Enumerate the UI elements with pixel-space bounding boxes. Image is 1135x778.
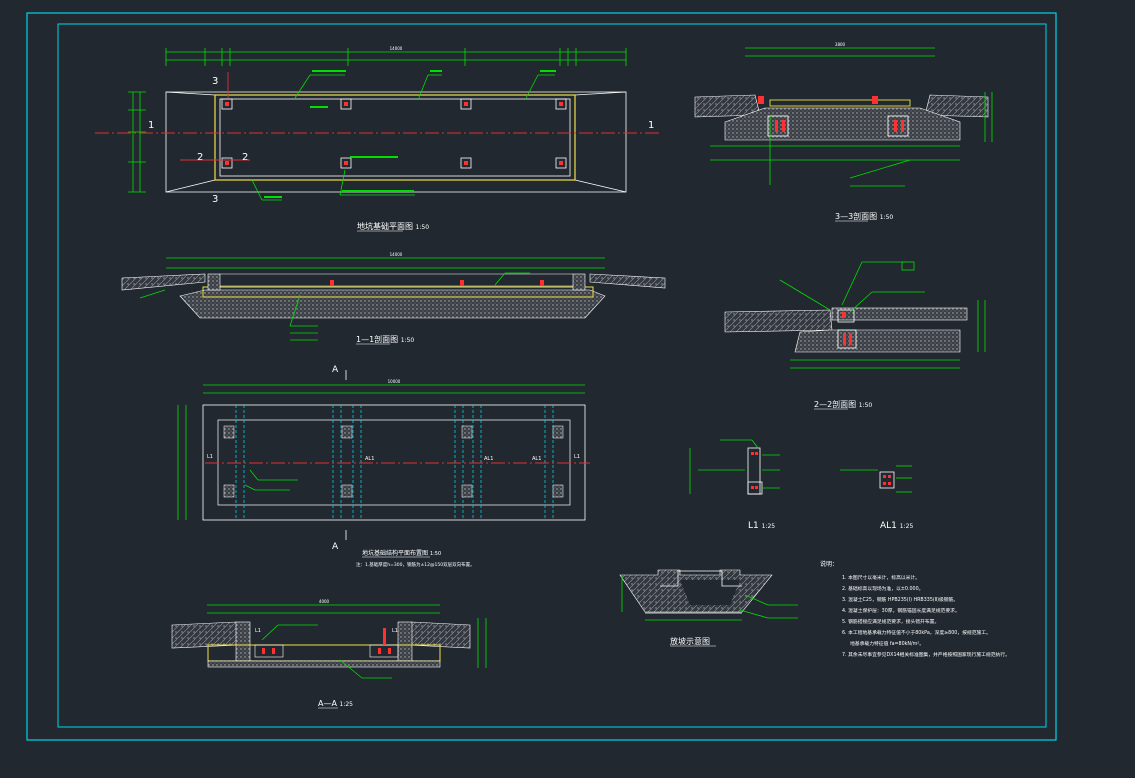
- inner-frame: [57, 23, 1047, 728]
- sec33-title: 3—3剖面图 1:50: [835, 211, 893, 221]
- secAA-dim-total: 4000: [319, 599, 330, 604]
- section-mark-1-left: 1: [148, 120, 154, 131]
- rebar-AL1-2: AL1: [484, 456, 493, 462]
- L1-title: L1 1:25: [748, 521, 775, 531]
- section-mark-2-right: 2: [242, 152, 248, 163]
- outer-frame: [26, 12, 1057, 741]
- plan-view: 14000: [95, 46, 660, 232]
- section-3-3-view: 3800 3—3剖面图 1:50: [694, 42, 993, 222]
- note-line-6: 6. 本工程地基承载力特征值不小于80kPa，深度≥800，按规范施工。: [842, 629, 991, 636]
- rebar-L1-right: L1: [574, 454, 580, 460]
- rebar-L1-left: L1: [207, 454, 213, 460]
- rebar-dim-total: 10000: [388, 379, 401, 384]
- rebar-title: 地坑基础结构平面布置图 1:50: [362, 549, 441, 557]
- section-mark-3-bottom: 3: [212, 194, 218, 205]
- AL1-title: AL1 1:25: [880, 521, 913, 531]
- rebar-note: 注：1.基础厚度h=300，钢筋为±12@150双层双向布置。: [356, 561, 475, 568]
- note-line-1: 1. 本图尺寸以毫米计，标高以米计。: [842, 574, 920, 581]
- beam-AL1-detail: AL1 1:25: [840, 465, 913, 531]
- section-mark-1-right: 1: [648, 120, 654, 131]
- rebar-AL1-3: AL1: [532, 456, 541, 462]
- section-mark-3-top: 3: [212, 76, 218, 87]
- sec33-dim-total: 3800: [835, 42, 846, 47]
- note-line-6b: 地基承载力特征值 fa=80kN/m²。: [850, 640, 924, 647]
- general-notes: 说明： 1. 本图尺寸以毫米计，标高以米计。 2. 基础标高以现场为准，以±0.…: [820, 560, 1010, 658]
- slope-diagram: 放坡示意图: [619, 569, 798, 647]
- section-2-2-view: 2—2剖面图 1:50: [724, 261, 986, 410]
- secAA-title: A—A 1:25: [318, 699, 353, 708]
- beam-L1-detail: L1 1:25: [689, 439, 780, 531]
- section-mark-A-top: A: [332, 365, 339, 375]
- sec22-title: 2—2剖面图 1:50: [814, 399, 872, 409]
- note-line-7: 7. 其余未尽事宜参见DX14相关标准图集，并严格按照国家现行施工规范执行。: [842, 651, 1010, 658]
- note-line-3: 3. 混凝土C25，钢筋 HPB235(Ⅰ) HRB335(Ⅱ)级钢筋。: [842, 596, 958, 603]
- rebar-plan-view: 10000 L1 L1 AL1 AL1 AL1 A: [177, 365, 590, 568]
- section-mark-2-left: 2: [197, 152, 203, 163]
- section-mark-A-bottom: A: [332, 542, 339, 552]
- note-line-2: 2. 基础标高以现场为准，以±0.000。: [842, 585, 923, 592]
- secAA-L1-left: L1: [255, 628, 261, 634]
- note-line-4: 4. 混凝土保护层：30厚，钢筋锚固长度满足规范要求。: [842, 607, 960, 614]
- slope-title: 放坡示意图: [670, 636, 710, 646]
- notes-heading: 说明：: [820, 560, 838, 568]
- secAA-L1-right: L1: [392, 628, 398, 634]
- section-a-a-view: 4000 L1 L1 A—A 1:25: [171, 599, 487, 709]
- plan-dim-total: 14000: [390, 46, 403, 51]
- sec11-dim-total: 14000: [390, 252, 403, 257]
- note-line-5: 5. 钢筋搭接应满足规范要求，接头错开布置。: [842, 618, 939, 625]
- rebar-AL1-1: AL1: [365, 456, 374, 462]
- section-1-1-view: 14000 1—1剖面图 1:50: [121, 252, 666, 345]
- sec11-title: 1—1剖面图 1:50: [356, 334, 414, 344]
- plan-title: 地坑基础平面图 1:50: [357, 221, 429, 231]
